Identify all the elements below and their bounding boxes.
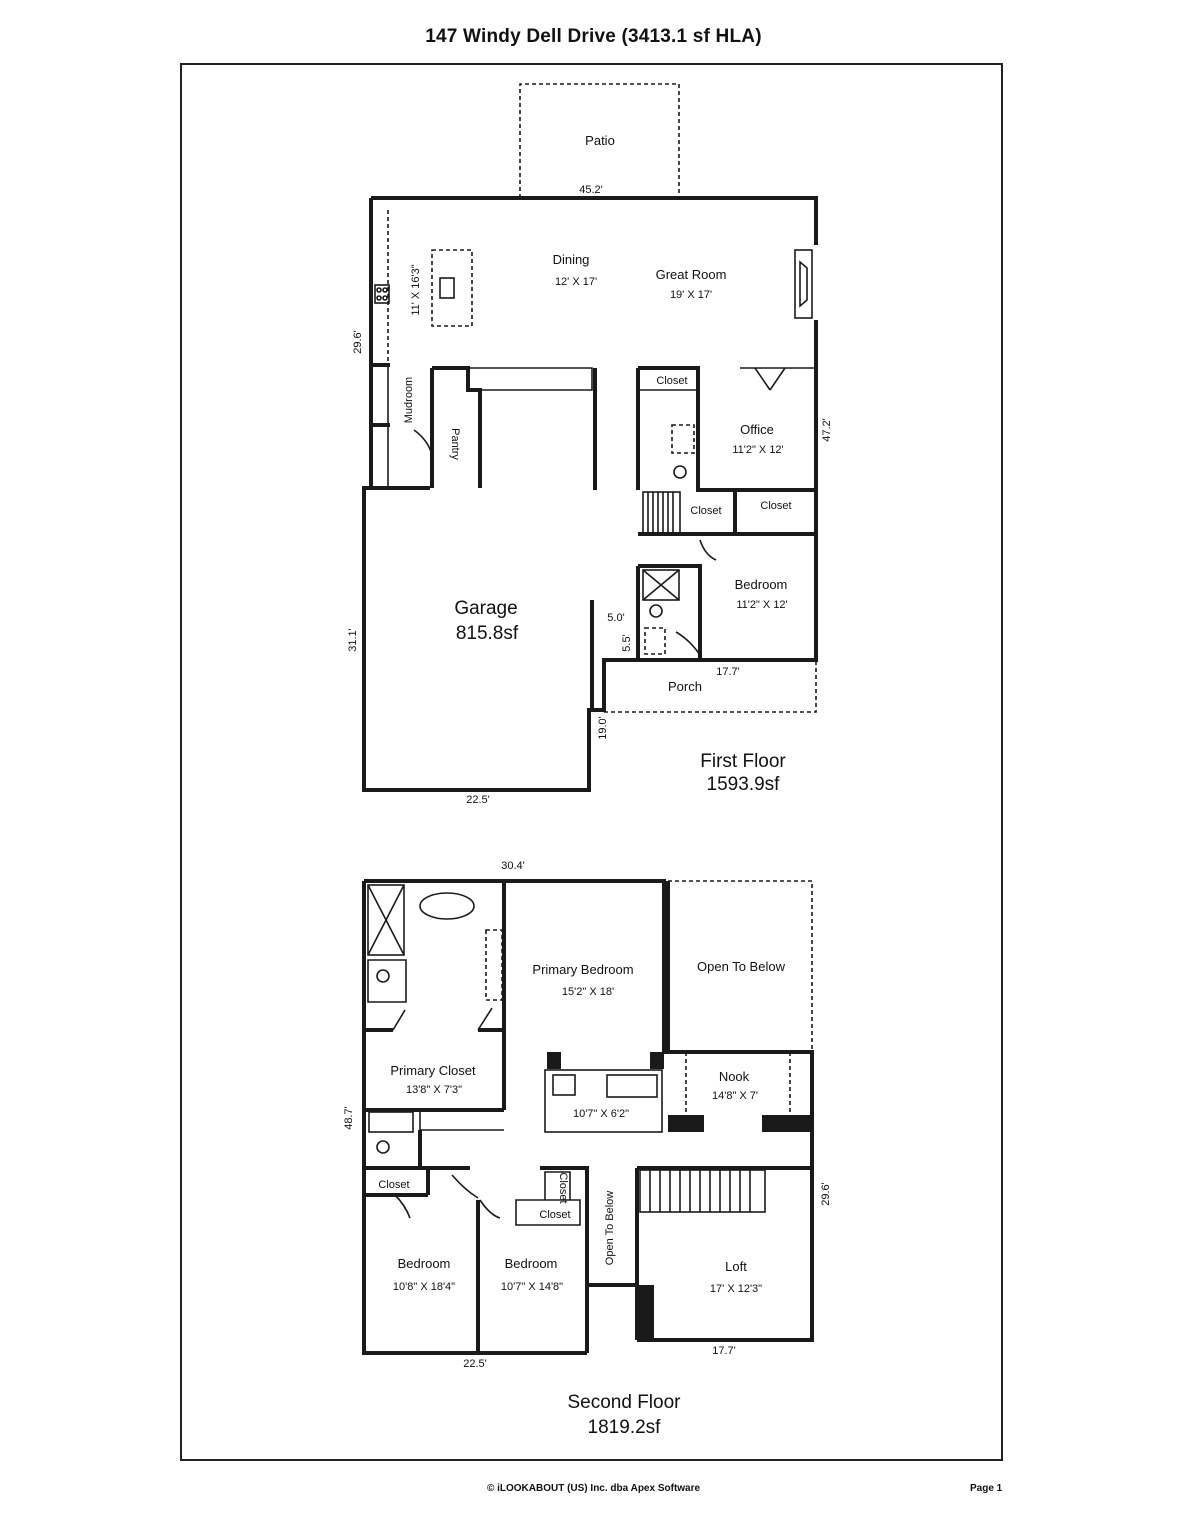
second-floor-area: 1819.2sf — [588, 1417, 662, 1438]
page-number: Page 1 — [970, 1483, 1003, 1494]
ff-dim-right: 47.2' — [821, 418, 833, 442]
sf-bedroom-2-size: 10'8" X 18'4" — [393, 1281, 455, 1293]
first-floor-label: First Floor — [700, 751, 786, 772]
laundry-room — [544, 1069, 663, 1133]
bathtub-icon — [419, 892, 475, 920]
ff-dim-left-lower: 31.1' — [347, 628, 359, 652]
loft-label: Loft — [725, 1259, 747, 1274]
toilet-icon — [673, 465, 687, 479]
patio-outline — [519, 83, 680, 198]
primary-bedroom-size: 15'2" X 18' — [562, 986, 614, 998]
shower-icon — [367, 884, 405, 956]
bed3-closet-label: Closet — [539, 1209, 570, 1221]
ff-dim-left-upper: 29.6' — [352, 330, 364, 354]
kitchen-size: 11' X 16'3" — [410, 264, 422, 315]
second-floor-plan — [362, 879, 814, 1355]
ff-dim-step-h: 5.5' — [621, 634, 633, 651]
tub-icon — [368, 1111, 414, 1133]
sf-bedroom-2-label: Bedroom — [398, 1256, 451, 1271]
mudroom-label: Mudroom — [403, 377, 415, 423]
pantry-label: Pantry — [449, 428, 461, 460]
sf-dim-top: 30.4' — [501, 860, 525, 872]
open-to-below-stair-label: Open To Below — [604, 1191, 616, 1265]
ff-bedroom-label: Bedroom — [735, 577, 788, 592]
laundry-size: 10'7" X 6'2" — [573, 1108, 629, 1120]
sf-dim-right: 29.6' — [820, 1182, 832, 1206]
sf-dim-bottom-left: 22.5' — [463, 1358, 487, 1370]
page-title: 147 Windy Dell Drive (3413.1 sf HLA) — [425, 26, 762, 47]
office-size: 11'2" X 12' — [732, 444, 783, 456]
primary-closet-size: 13'8" X 7'3" — [406, 1084, 462, 1096]
copyright-notice: © iLOOKABOUT (US) Inc. dba Apex Software — [486, 1483, 701, 1494]
first-floor-outer-wall — [362, 196, 818, 792]
sf-dim-left: 48.7' — [343, 1106, 355, 1130]
ff-dim-porch-width: 17.7' — [716, 666, 740, 678]
ff-bedroom-size: 11'2" X 12' — [736, 599, 787, 611]
stairs-closet-label: Closet — [690, 505, 721, 517]
great-room-size: 19' X 17' — [670, 289, 712, 301]
ff-dim-top: 45.2' — [579, 184, 603, 196]
sf-dim-bottom-right: 17.7' — [712, 1345, 736, 1357]
garage-area: 815.8sf — [456, 623, 519, 644]
sf-bedroom-3-size: 10'7" X 14'8" — [501, 1281, 563, 1293]
small-closet-label: Closet — [557, 1172, 569, 1203]
nook-label: Nook — [719, 1069, 750, 1084]
open-to-below-top-label: Open To Below — [697, 959, 786, 974]
shower-icon — [642, 569, 680, 601]
loft-size: 17' X 12'3" — [710, 1283, 762, 1295]
porch-label: Porch — [668, 679, 702, 694]
patio-label: Patio — [585, 133, 615, 148]
sf-bedroom-3-label: Bedroom — [505, 1256, 558, 1271]
cooktop-icon — [374, 284, 390, 304]
great-room-label: Great Room — [656, 267, 727, 282]
ff-dim-step-w: 5.0' — [607, 612, 624, 624]
ff-dim-porch-depth: 19.0' — [597, 716, 609, 740]
second-floor-label: Second Floor — [567, 1392, 681, 1413]
open-to-below-outline — [668, 880, 813, 1052]
porch-outline — [604, 660, 817, 713]
nook-size: 14'8" X 7' — [712, 1090, 758, 1102]
kitchen-island — [431, 249, 473, 327]
bed2-closet-label: Closet — [378, 1179, 409, 1191]
primary-bedroom-label: Primary Bedroom — [532, 962, 633, 977]
primary-closet-label: Primary Closet — [390, 1063, 476, 1078]
drawing-frame — [180, 63, 1003, 1461]
dining-label: Dining — [553, 252, 590, 267]
dining-size: 12' X 17' — [555, 276, 597, 288]
first-floor-area: 1593.9sf — [707, 774, 781, 795]
office-closet-label: Closet — [656, 375, 687, 387]
bedroom-closet-label: Closet — [760, 500, 791, 512]
stairs-icon — [639, 1169, 766, 1213]
sink-icon — [439, 277, 455, 299]
garage-label: Garage — [454, 598, 517, 619]
second-floor-outer-wall — [362, 879, 814, 1355]
stairs-icon — [642, 491, 681, 535]
fireplace-icon — [794, 249, 813, 319]
office-label: Office — [740, 422, 774, 437]
first-floor-plan — [362, 83, 818, 792]
ff-dim-bottom: 22.5' — [466, 794, 490, 806]
